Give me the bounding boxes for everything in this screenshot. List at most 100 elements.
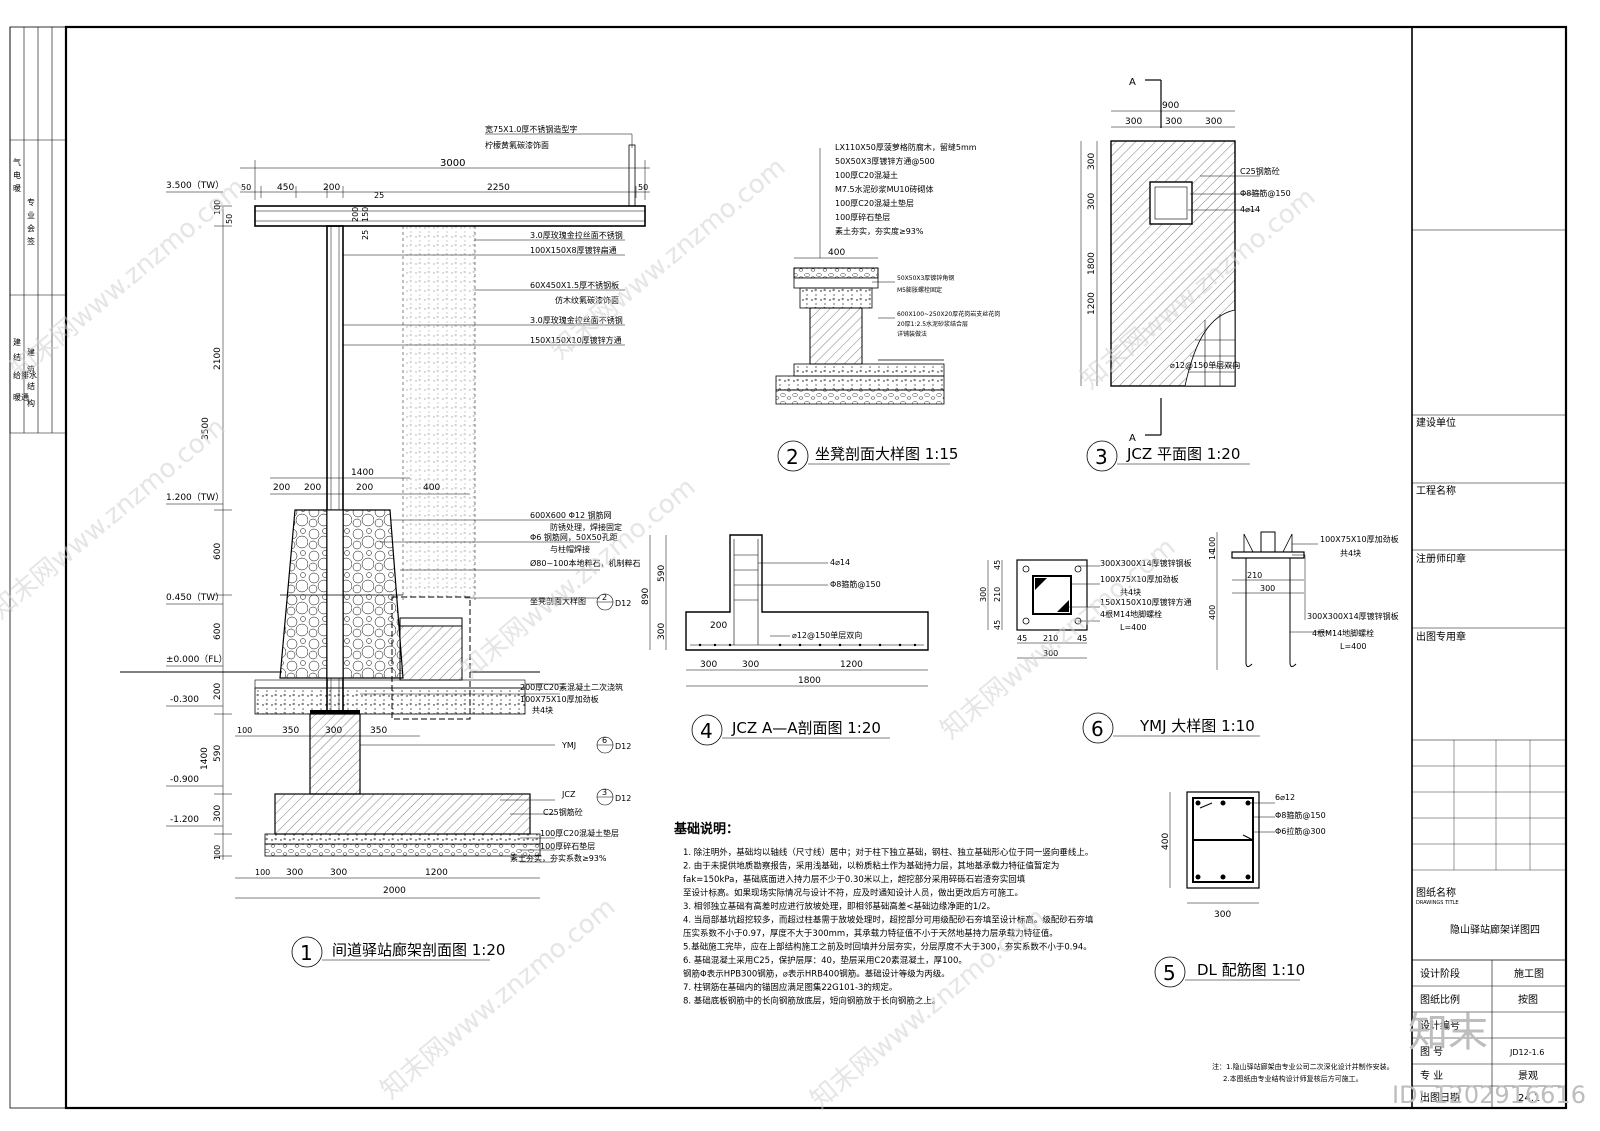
dim-b300a: 300 [286,868,303,878]
view1-title: 间道驿站廊架剖面图 1:20 [332,941,505,959]
dim-100b: 100 [237,726,252,735]
bottom-note-2: 2.本图纸由专业结构设计师复核后方可施工。 [1223,1074,1363,1083]
dim-200d: 200 [304,483,321,493]
strip-label: 会 [27,223,35,233]
svg-text:6: 6 [602,736,607,745]
v3-d300b: 300 [1165,117,1182,127]
tb-date-value: 24.1 [1518,1093,1540,1104]
note9-text: Ø80~100本地粹石，机制粹石 [530,558,640,568]
tb-major-value: 景观 [1518,1070,1538,1082]
svg-text:D12: D12 [615,599,631,608]
note5-text: 3.0厚玫瑰金拉丝面不锈钢 [530,315,623,325]
tb-drawing-name: 隐山驿站廊架详图四 [1450,923,1540,936]
v4-b300a: 300 [700,660,717,670]
dim-b100: 100 [255,868,270,877]
v6-l2: 100X75X10厚加劲板 [1100,574,1179,584]
v6-h210: 210 [993,587,1002,602]
foundation-note-line: 至设计标高。如果现场实际情况与设计不符，应及时通知设计人员，做出更改后方可施工。 [683,888,1023,899]
strip-label: 气 [13,157,21,167]
view5-dl-rebar: 400 300 6⌀12 Φ8箍筋@150 Φ6拉筋@300 5 DL 配筋图 … [1154,791,1326,988]
note15-text: C25钢筋砼 [543,807,583,817]
v6-r2: 300X300X14厚镀锌钢板 [1307,611,1399,621]
svg-text:3: 3 [602,788,607,797]
strip-label: 电 [13,170,21,180]
dim-300b: 300 [325,726,342,736]
foundation-note-line: 4. 当局部基坑超挖较多，而超过柱基需于放坡处理时，超挖部分可用级配砂石夯填至设… [683,915,1094,926]
v6-r3b: L=400 [1340,642,1366,651]
view3-title: JCZ 平面图 1:20 [1126,445,1240,463]
tb-scale-value: 按图 [1518,993,1538,1006]
v2-s4: 20厚1:2.5水泥砂浆结合层 [897,320,968,328]
watermark-text-7: 知末网www.znzmo.com [375,892,621,1105]
dim-v100b: 100 [213,845,222,860]
v3-l2: Φ8箍筋@150 [1240,188,1291,198]
foundation-note-line: fak=150kPa，基础底面进入持力层不少于0.30米以上，超挖部分采用碎砾石… [683,874,1026,885]
v2-l5: 100厚C20混凝土垫层 [835,198,914,208]
dim-v600a: 600 [213,543,223,560]
tb-major-label: 专 业 [1420,1069,1443,1082]
dim-v1400: 1400 [200,747,210,770]
v4-d890: 890 [641,588,651,605]
notes-heading: 基础说明： [673,821,739,837]
foundation-note-line: 1. 除注明外，基础均以轴线（尺寸线）居中；对于柱下独立基础，钢柱、独立基础形心… [683,847,1093,858]
elev-3500: 3.500（TW） [166,180,224,191]
v6-l3: 150X150X10厚镀锌方通 [1100,597,1192,607]
elev-1200n: -1.200 [170,815,199,825]
note1-text: 宽75X1.0厚不锈钢造型字 [485,124,577,134]
v6-l4: 4根M14地脚螺栓 [1100,609,1162,619]
elev-0000: ±0.000（FL） [166,654,228,665]
callout-6: 6 D12 [596,736,631,754]
strip-label: 结 [13,352,21,362]
view4-number: 4 [700,719,713,743]
dim-50a: 50 [241,183,251,192]
tb-drawing-name-label: 图纸名称 [1416,886,1456,899]
note4b-text: 仿木纹氟碳漆饰面 [555,295,619,305]
dim-400: 400 [423,483,440,493]
v6-l2b: 共4块 [1120,587,1141,597]
v6-r300: 300 [1260,584,1275,593]
dim-b2000: 2000 [383,886,406,896]
v2-s2: M5膨胀螺栓固定 [897,286,942,294]
strip-label: 建 [13,337,21,347]
v6-l1: 300X300X14厚镀锌钢板 [1100,558,1192,568]
dim-350b: 350 [370,726,387,736]
v3-sec-a-top: A [1129,77,1136,88]
v4-l2: Φ8箍筋@150 [830,579,881,589]
tb-drawing-seal: 出图专用章 [1416,630,1466,643]
note6-text: 150X150X10厚镀锌方通 [530,335,622,345]
v2-s1: 50X50X3厚镀锌角钢 [897,274,954,282]
dim-200c: 200 [273,483,290,493]
dim-v200: 200 [351,207,360,222]
v3-v300b: 300 [1087,193,1097,210]
strip-label: 暖通 [13,392,29,402]
v6-r1b: 共4块 [1340,548,1361,558]
v4-b300b: 300 [742,660,759,670]
note8b-text: 与柱帽焊接 [550,544,590,554]
v6-r100: 100 [1208,537,1217,552]
note8-text: Φ6 钢筋网，50X50孔距 [530,532,618,542]
v2-l7: 素土夯实，夯实度≥93% [835,226,924,236]
tb-drawing-no-label: 图 号 [1420,1046,1443,1058]
note12-text: 100X75X10厚加劲板 [520,694,599,704]
dim-450: 450 [277,183,294,193]
v2-l6: 100厚碎石垫层 [835,212,890,222]
note11-text: 200厚C20素混凝土二次浇筑 [520,682,623,692]
dim-25: 25 [374,191,384,200]
foundation-note-line: 3. 相邻独立基础有高差时应进行放坡处理，即相邻基础高差<基础边缘净距的1/2。 [683,901,995,912]
v3-v300a: 300 [1087,153,1097,170]
strip-label: 暖 [13,184,21,193]
elev-0450: 0.450（TW） [166,592,224,603]
v6-r400: 400 [1208,605,1217,620]
dim-350a: 350 [282,726,299,736]
dim-v25: 25 [361,230,370,240]
v3-l3: 4⌀14 [1240,205,1260,214]
svg-text:2: 2 [602,593,607,602]
dim-3000: 3000 [440,158,465,169]
v5-l3: Φ6拉筋@300 [1275,826,1326,836]
strip-label: 结 [27,381,35,391]
v3-d900: 900 [1162,101,1179,111]
view2-bench-section: 400 LX110X50厚菠萝格防腐木，留缝5mm 50X50X3厚镀锌方通@5… [775,142,1000,472]
v6-d45b: 45 [1077,634,1087,643]
elev-0900: -0.900 [170,775,199,785]
v4-l1: 4⌀14 [830,558,850,567]
